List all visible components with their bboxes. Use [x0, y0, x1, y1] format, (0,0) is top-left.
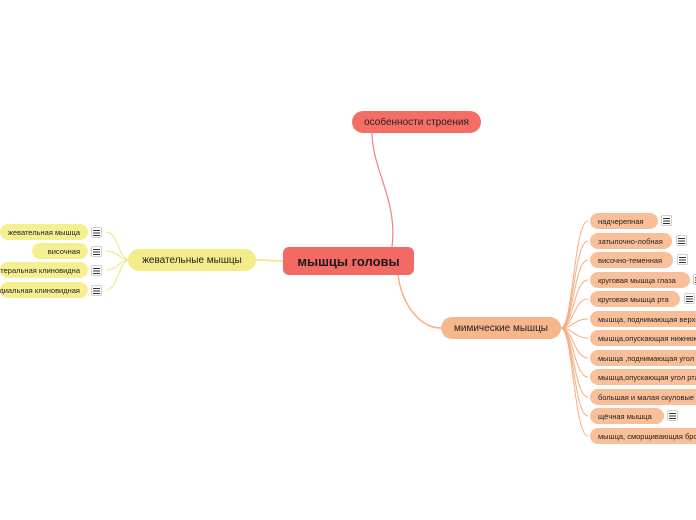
note-lines-icon[interactable] [693, 274, 696, 285]
note-lines-icon[interactable] [676, 235, 687, 246]
connector-left-item-2 [105, 250, 130, 261]
right-item-temporoparietalis[interactable]: височно-теменная [590, 252, 673, 268]
left-item-medial-pterygoid[interactable]: медиальная клиновидная [0, 282, 88, 298]
central-topic[interactable]: мышцы головы [283, 247, 414, 275]
right-item-depressor-labii[interactable]: мышца,опускающая нижнюю губу [590, 330, 696, 346]
right-item-zygomatic[interactable]: большая и малая скуловые мышцы [590, 389, 696, 405]
note-lines-icon[interactable] [91, 265, 102, 276]
left-item-lateral-pterygoid[interactable]: латеральная клиновидна [0, 262, 88, 278]
right-item-occipitofrontalis[interactable]: затылочно-лобная [590, 233, 672, 249]
right-item-corrugator[interactable]: мышца, сморщивающая бровь [590, 428, 696, 444]
connector-left-item-4 [105, 259, 130, 291]
branch-facial-muscles[interactable]: мимические мышцы [441, 317, 561, 339]
right-item-depressor-anguli[interactable]: мышца,опускающая угол рта [590, 369, 696, 385]
connector-right [397, 274, 442, 329]
connector-right-items [560, 220, 589, 437]
left-item-temporal[interactable]: височная [32, 243, 88, 259]
note-lines-icon[interactable] [91, 285, 102, 296]
connector-left [255, 259, 284, 262]
note-lines-icon[interactable] [667, 410, 678, 421]
note-lines-icon[interactable] [677, 254, 688, 265]
right-item-epicranius[interactable]: надчерепная [590, 213, 658, 229]
note-lines-icon[interactable] [684, 293, 695, 304]
right-item-orbicularis-oris[interactable]: круговая мышца рта [590, 291, 680, 307]
connector-top [371, 131, 394, 248]
branch-masticatory-muscles[interactable]: жевательные мышцы [128, 249, 256, 271]
connector-left-item-1 [105, 231, 130, 261]
note-lines-icon[interactable] [91, 227, 102, 238]
right-item-buccinator[interactable]: щёчная мышца [590, 408, 664, 424]
right-item-levator-labii[interactable]: мышца, поднимающая верхнюю губу [590, 311, 696, 327]
branch-structure-features[interactable]: особенности строения [352, 111, 481, 133]
note-lines-icon[interactable] [91, 246, 102, 257]
left-item-masseter[interactable]: жевательная мышца [0, 224, 88, 240]
right-item-levator-anguli[interactable]: мышца ,поднимающая угол рта [590, 350, 696, 366]
right-item-orbicularis-oculi[interactable]: круговая мышца глаза [590, 272, 690, 288]
note-lines-icon[interactable] [661, 215, 672, 226]
